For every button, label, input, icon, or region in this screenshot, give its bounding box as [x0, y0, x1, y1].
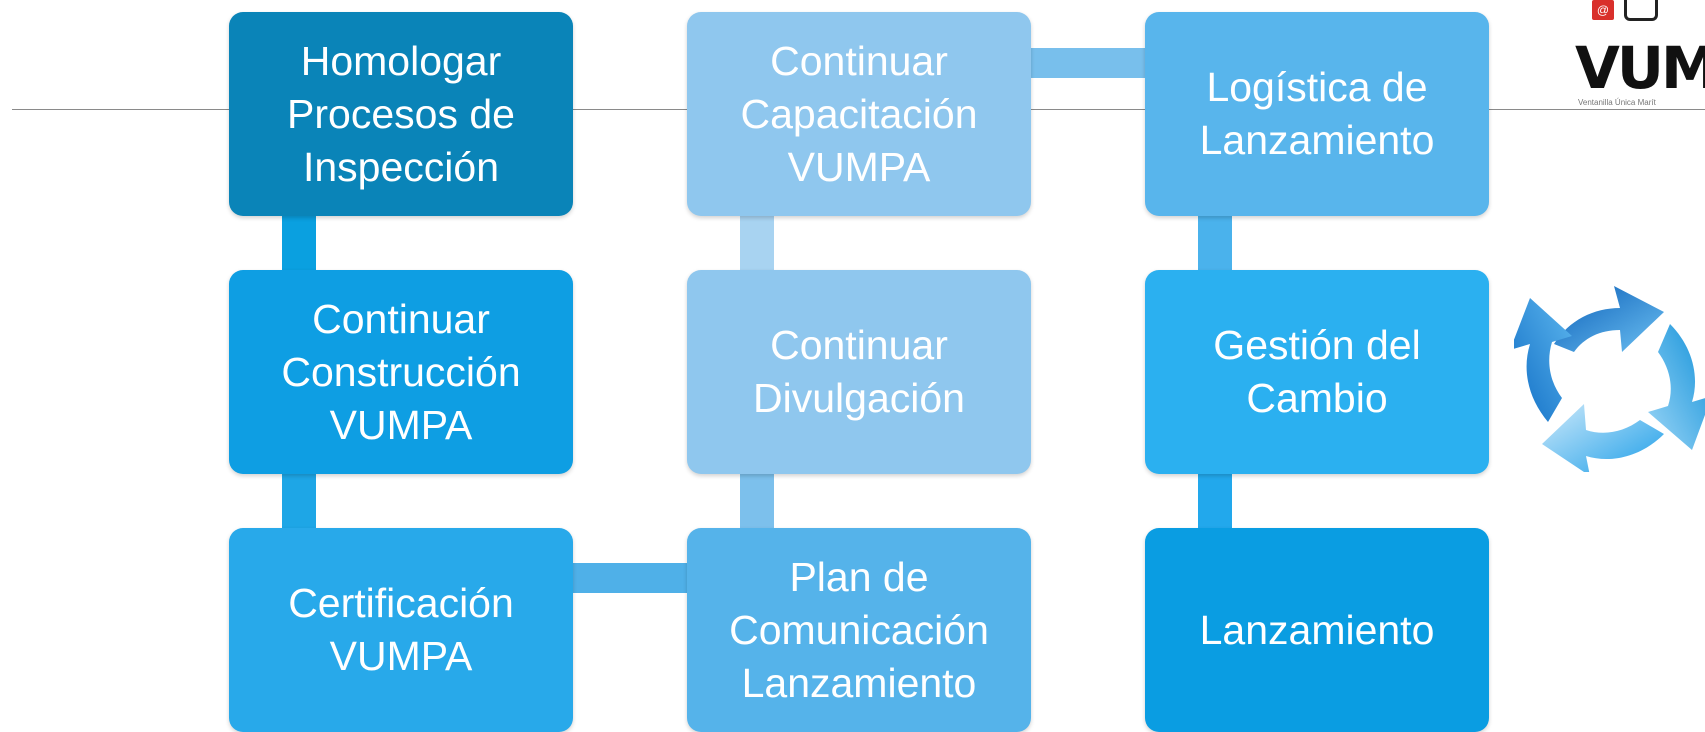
step-label-line: Comunicación	[729, 606, 989, 653]
step-label: Logística de Lanzamiento	[1200, 61, 1435, 167]
step-label-line: Logística de	[1206, 64, 1428, 110]
connector-b7-b8	[1198, 216, 1232, 272]
connector-b8-b9	[1198, 474, 1232, 530]
connector-b3-b4	[572, 563, 690, 593]
step-label-line: Lanzamiento	[741, 659, 977, 706]
step-label: Lanzamiento	[1200, 604, 1435, 657]
step-label-line: Lanzamiento	[1199, 117, 1435, 163]
mail-icon: @	[1592, 0, 1614, 20]
connector-b6-b7	[1030, 48, 1148, 78]
connector-b5-b6	[740, 216, 774, 272]
logo-wordmark: VUM	[1575, 34, 1705, 102]
step-label-line: Procesos de	[287, 90, 515, 137]
step-label-line: Continuar	[770, 37, 948, 84]
logo-subtitle: Ventanilla Única Marít	[1578, 98, 1656, 107]
refresh-cycle-icon	[1514, 286, 1705, 472]
step-logistica-lanzamiento: Logística de Lanzamiento	[1145, 12, 1489, 216]
vumpa-logo: @ VUM Ventanilla Única Marít	[1560, 0, 1705, 110]
connector-b2-b3	[282, 474, 316, 530]
step-label-line: Continuar	[770, 322, 948, 368]
step-label-line: Lanzamiento	[1199, 606, 1435, 653]
step-label-line: VUMPA	[329, 401, 473, 448]
step-label-line: Divulgación	[753, 375, 965, 421]
step-label-line: Capacitación	[740, 90, 978, 137]
step-label-line: Construcción	[281, 348, 521, 395]
cart-icon	[1624, 0, 1658, 21]
step-label-line: Inspección	[302, 143, 499, 190]
step-label-line: VUMPA	[329, 633, 473, 679]
step-label-line: Continuar	[312, 295, 490, 342]
step-label-line: VUMPA	[787, 143, 931, 190]
step-label-line: Homologar	[300, 37, 502, 84]
step-label-line: Cambio	[1246, 375, 1388, 421]
step-label-line: Gestión del	[1213, 322, 1421, 368]
step-lanzamiento: Lanzamiento	[1145, 528, 1489, 732]
step-label-line: Certificación	[288, 580, 514, 626]
connector-b4-b5	[740, 474, 774, 530]
connector-b1-b2	[282, 216, 316, 272]
step-label-line: Plan de	[789, 553, 929, 600]
